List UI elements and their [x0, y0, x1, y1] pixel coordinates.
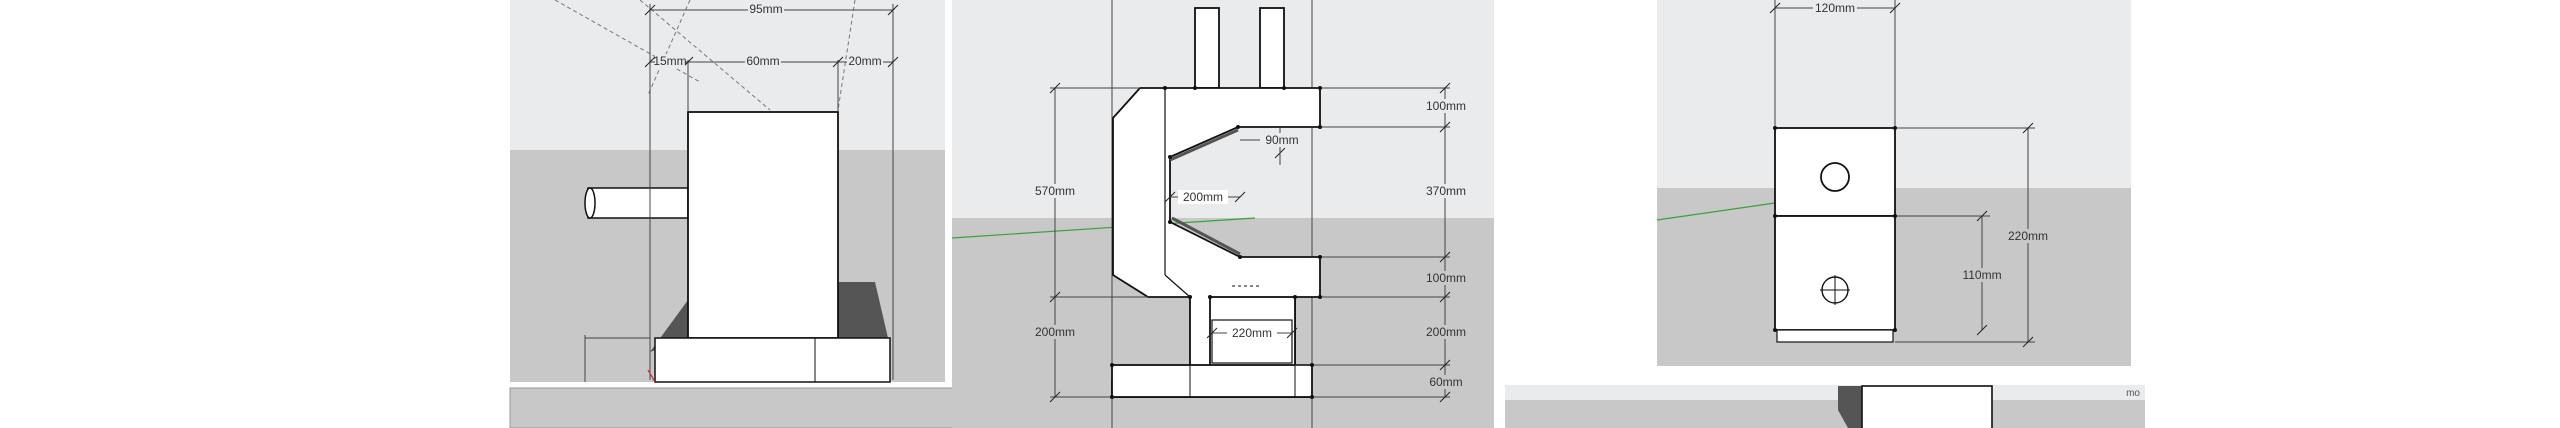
- dim-foot: 60mm: [1429, 375, 1462, 389]
- bottom-box: [1861, 385, 1993, 428]
- tick: [1439, 251, 1451, 263]
- dim-lower-band: 100mm: [1426, 271, 1466, 285]
- tick: [1234, 191, 1246, 203]
- flue-opening: [1820, 162, 1850, 192]
- tick: [644, 4, 656, 16]
- dim-front-height: 220mm: [2008, 229, 2048, 243]
- tick: [1976, 324, 1988, 336]
- construction-line: [837, 0, 856, 111]
- dim-total-height: 570mm: [1035, 184, 1075, 198]
- dim-front-lower-height: 110mm: [1962, 268, 2001, 282]
- green-axis: [951, 217, 1256, 239]
- origin-mark: [647, 369, 656, 383]
- side-view-panel: 95mm 15mm 60mm 20mm: [510, 0, 945, 383]
- tick: [1286, 327, 1298, 339]
- tick: [1049, 82, 1061, 94]
- dim-middle: 60mm: [746, 54, 779, 68]
- dim-inner-step: 90mm: [1265, 133, 1298, 147]
- tick: [1889, 2, 1901, 14]
- internal-edge: [1112, 87, 1141, 119]
- tick: [1439, 359, 1451, 371]
- tick: [1976, 210, 1988, 222]
- tick: [1049, 391, 1061, 403]
- dim-right-wall: 20mm: [848, 54, 881, 68]
- dim-base-inner: 220mm: [1232, 326, 1272, 340]
- side-pipe: [587, 187, 689, 219]
- bottom-right-panel: mo: [1505, 385, 2145, 428]
- vertex-markers: [1110, 86, 1322, 399]
- corner-label: mo: [2126, 388, 2140, 399]
- tick: [1439, 82, 1451, 94]
- dim-overall-width: 95mm: [749, 2, 782, 16]
- vertex-markers: [1773, 126, 1897, 332]
- bottom-left-panel: [509, 387, 1031, 428]
- tick: [644, 56, 656, 68]
- front-base: [1776, 329, 1894, 343]
- tick: [1049, 291, 1061, 303]
- dim-front-width: 120mm: [1815, 1, 1855, 15]
- tick: [1439, 391, 1451, 403]
- front-lower-box: [1774, 215, 1896, 331]
- front-view-panel: 120mm 220mm 110mm: [1656, 0, 2131, 366]
- inner-slope-bottom: [1171, 216, 1241, 256]
- side-base: [654, 337, 891, 383]
- bottom-right-sky: [1505, 385, 2145, 400]
- internal-edge: [1164, 274, 1191, 298]
- right-chimney: [1259, 7, 1285, 89]
- tick: [887, 4, 899, 16]
- construction-line: [639, 0, 771, 111]
- dim-middle-band: 370mm: [1426, 184, 1466, 198]
- tick: [1439, 291, 1451, 303]
- left-chimney: [1194, 7, 1220, 89]
- tick: [887, 56, 899, 68]
- tick: [1164, 191, 1176, 203]
- pipe-end: [584, 187, 596, 219]
- bottom-shadow: [1838, 386, 1865, 428]
- inner-slope-top: [1169, 128, 1239, 162]
- tick: [2022, 336, 2034, 348]
- green-axis: [1656, 202, 1776, 221]
- dim-inner-width: 200mm: [1183, 190, 1223, 204]
- dim-left-wall: 15mm: [653, 54, 686, 68]
- tick: [1769, 2, 1781, 14]
- tick: [2022, 122, 2034, 134]
- tick: [832, 56, 844, 68]
- foot-plate: [1111, 364, 1313, 398]
- right-shadow: [838, 282, 888, 338]
- tick: [1206, 327, 1218, 339]
- section-view-panel: 100mm 370mm 100mm 200mm 60mm 90mm 570mm …: [951, 0, 1494, 428]
- side-body: [687, 111, 839, 339]
- dim-left-base: 200mm: [1035, 325, 1075, 339]
- tick: [1439, 121, 1451, 133]
- construction-line: [647, 0, 691, 96]
- dim-right-base: 200mm: [1426, 325, 1466, 339]
- dim-top-band: 100mm: [1426, 99, 1466, 113]
